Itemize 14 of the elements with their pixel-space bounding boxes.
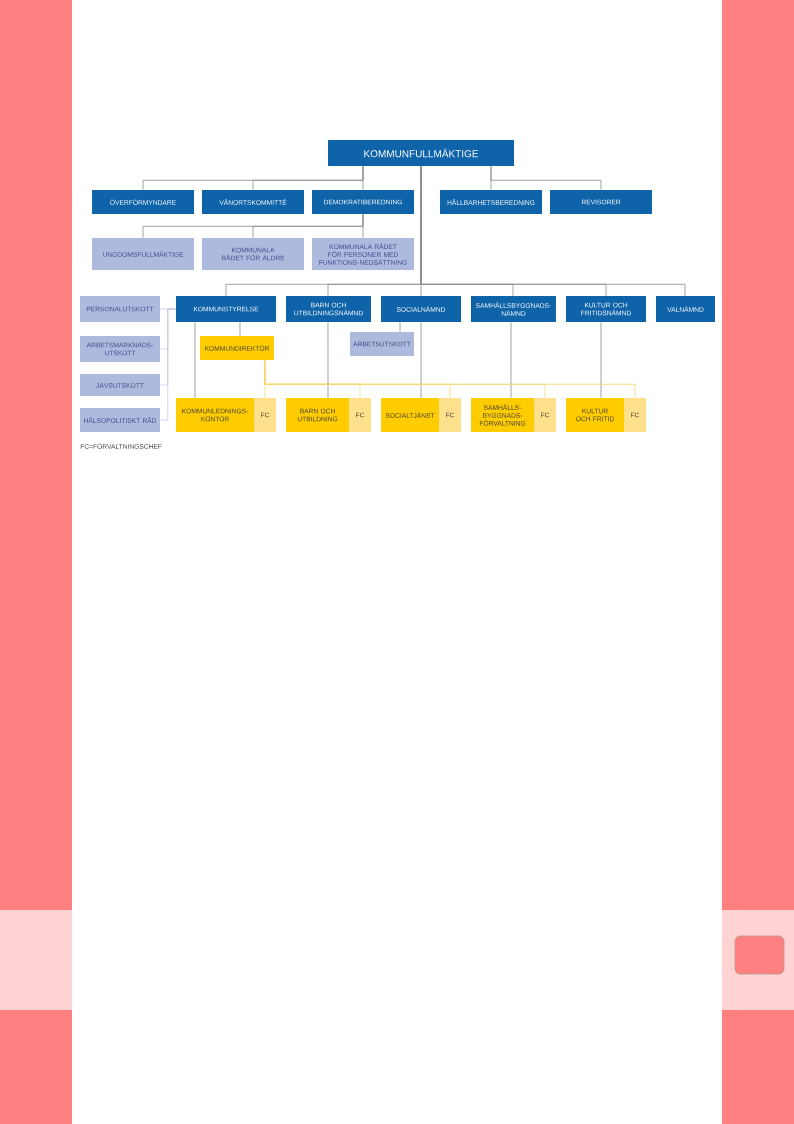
connector-line <box>264 359 636 399</box>
connector-line <box>420 165 686 297</box>
connector-line <box>159 308 177 421</box>
connector-line <box>327 321 329 399</box>
connector-line <box>362 165 364 191</box>
connector-line <box>362 213 364 239</box>
org-box: KOMMUNFULLMÄKTIGE <box>328 140 514 166</box>
connector-line <box>194 321 196 399</box>
connector-line <box>420 321 422 399</box>
connector-line <box>239 321 241 337</box>
connector-line <box>510 321 512 399</box>
connector-line <box>600 321 602 399</box>
connector-line <box>399 321 401 333</box>
connector-line <box>490 165 602 191</box>
